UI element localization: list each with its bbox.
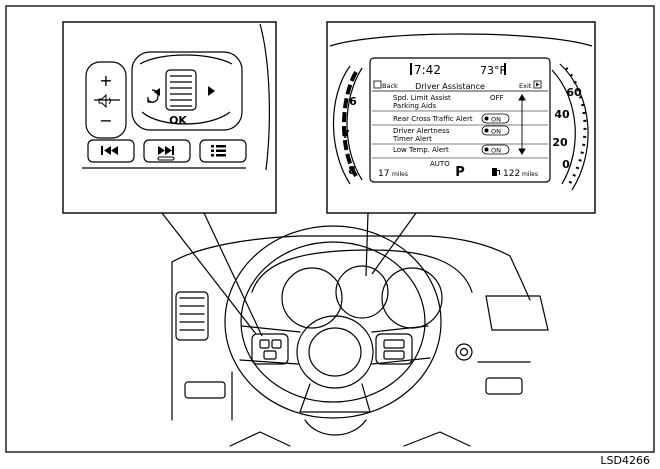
clock-readout: 7:42	[414, 63, 441, 77]
volume-plus-label: +	[99, 71, 112, 90]
back-icon	[147, 89, 159, 103]
range-right-value: 122	[503, 169, 520, 179]
tach-tick-label: 6	[349, 95, 357, 108]
menu-item-label: Timer Alert	[392, 135, 432, 143]
ok-label: OK	[169, 114, 187, 127]
tach-tick-label: 7	[342, 128, 350, 141]
back-label: Back	[382, 82, 398, 90]
menu-item-value: ON	[491, 116, 501, 124]
range-right-unit: miles	[522, 171, 538, 178]
speed-tick-label: 0	[562, 158, 570, 171]
previous-track-icon	[101, 146, 118, 155]
callout-leaders	[161, 212, 417, 337]
figure-id: LSD4266	[600, 454, 650, 467]
figure-border	[5, 5, 655, 453]
scroll-indicator	[518, 94, 526, 155]
dashboard-illustration	[171, 225, 549, 447]
next-track-icon	[157, 146, 175, 161]
fuel-pump-icon	[492, 168, 500, 176]
menu-item-label: Driver Alertness	[393, 127, 450, 135]
speaker-icon	[98, 93, 111, 109]
menu-item-value: ON	[491, 147, 501, 155]
menu-item-value: ON	[491, 128, 501, 136]
screen-title: Driver Assistance	[415, 82, 485, 91]
menu-item-label: Rear Cross Traffic Alert	[393, 115, 473, 123]
speed-tick-label: 60	[566, 86, 582, 99]
speed-tick-label: 40	[554, 108, 570, 121]
menu-item-label: Low Temp. Alert	[393, 146, 449, 154]
back-button-icon	[373, 80, 382, 89]
exit-label: Exit	[519, 82, 532, 90]
display-callout: 6 7 8 60 40 20 0 7:42 73°F Back Driver A…	[326, 21, 596, 214]
arrow-left-icon	[154, 88, 160, 96]
range-left-value: 17	[378, 169, 389, 179]
range-left-unit: miles	[392, 171, 408, 178]
gear-indicator: P	[455, 165, 465, 180]
speed-tick-label: 20	[552, 136, 568, 149]
menu-item-label: Parking Aids	[393, 102, 436, 110]
switch-panel-callout: + − OK	[62, 21, 277, 214]
tach-tick-label: 8	[348, 164, 356, 177]
drive-mode-label: AUTO	[430, 160, 450, 168]
arrow-right-icon	[208, 86, 215, 96]
menu-list-icon	[211, 145, 226, 157]
volume-minus-label: −	[99, 111, 112, 130]
exit-button-icon	[533, 80, 542, 89]
temperature-readout: 73°F	[480, 64, 506, 77]
menu-item-value: OFF	[490, 94, 504, 102]
menu-item-label: Spd. Limit Assist	[393, 94, 451, 102]
